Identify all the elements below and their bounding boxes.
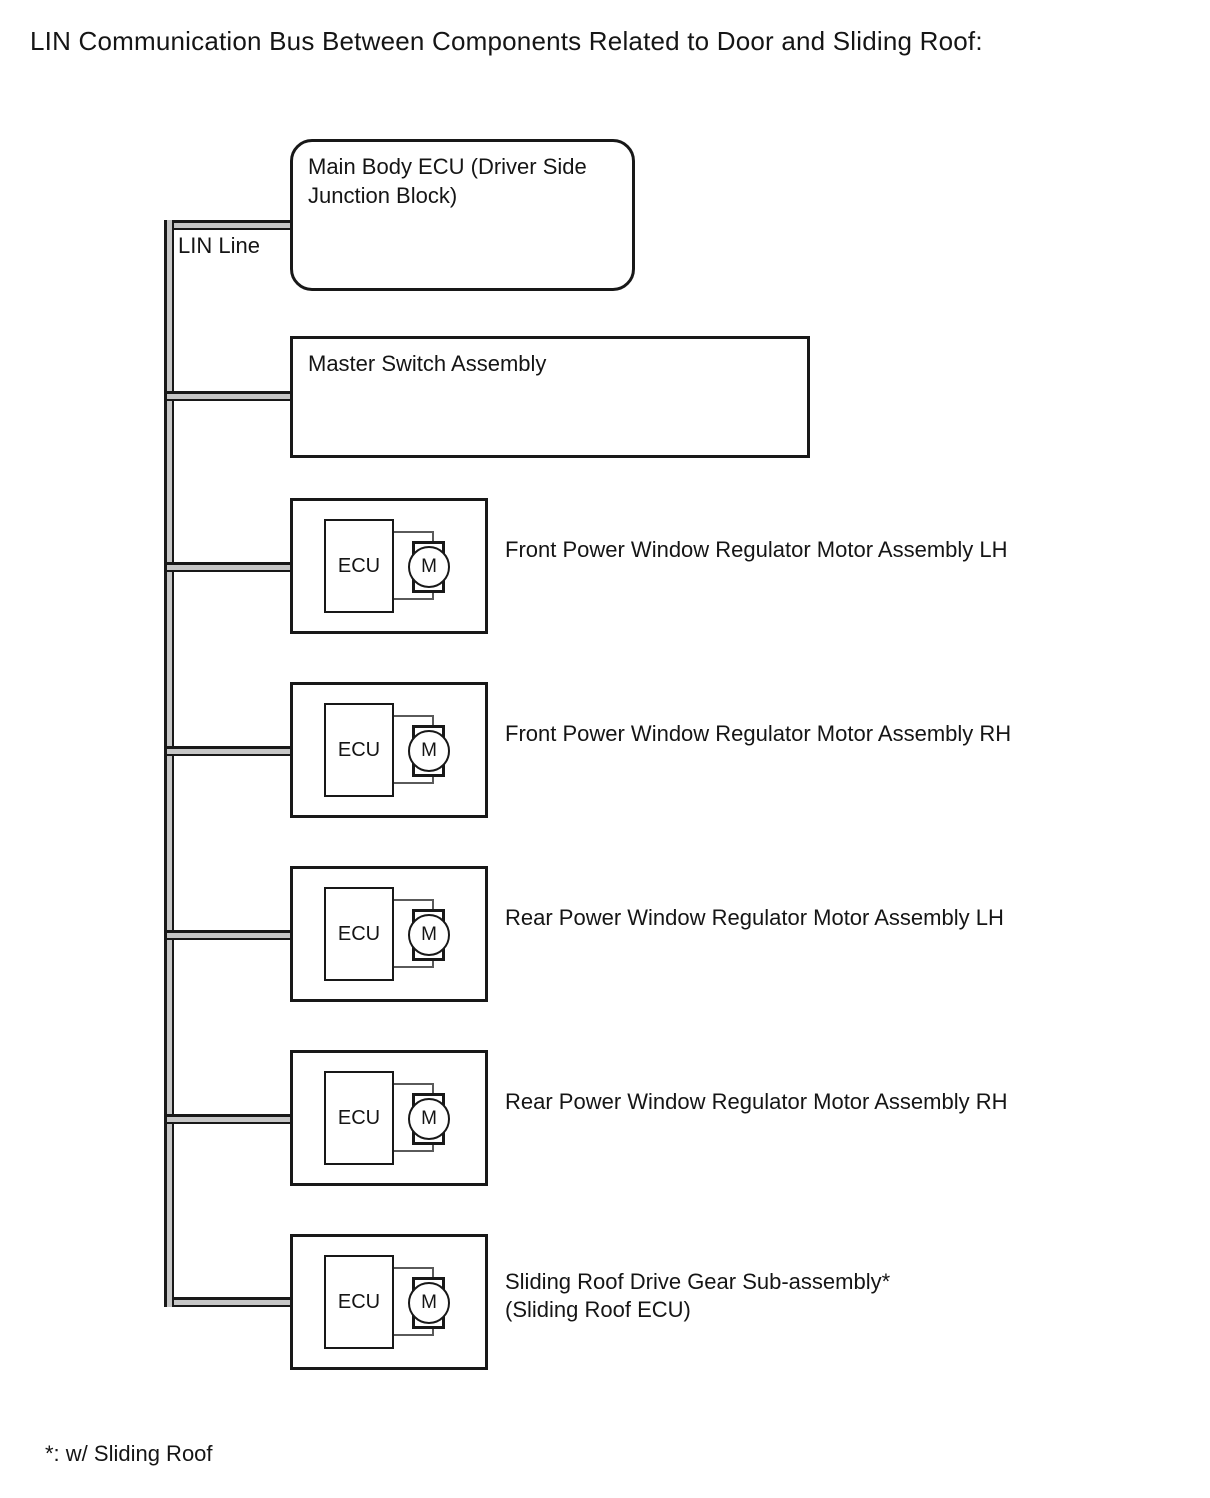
main-body-ecu-label: Main Body ECU (Driver Side Junction Bloc… <box>308 154 587 208</box>
sliding-roof-module: ECU M <box>290 1234 488 1370</box>
lin-bus-trunk <box>164 220 174 1307</box>
ecu-motor-wire-bottom <box>394 589 434 600</box>
front-motor-rh-module: ECU M <box>290 682 488 818</box>
ecu-box: ECU <box>324 1071 394 1165</box>
motor-icon: M <box>408 914 450 956</box>
rear-motor-rh-label: Rear Power Window Regulator Motor Assemb… <box>505 1089 1008 1114</box>
rear-motor-lh-label: Rear Power Window Regulator Motor Assemb… <box>505 905 1004 930</box>
master-switch-node: Master Switch Assembly <box>290 336 810 458</box>
ecu-motor-wire-bottom <box>394 957 434 968</box>
ecu-motor-wire-bottom <box>394 773 434 784</box>
main-body-ecu-node: Main Body ECU (Driver Side Junction Bloc… <box>290 139 635 291</box>
ecu-motor-wire-top <box>394 1267 434 1279</box>
lin-bus-branch-main-body-ecu <box>164 220 292 230</box>
ecu-box: ECU <box>324 703 394 797</box>
front-motor-rh-label: Front Power Window Regulator Motor Assem… <box>505 721 1012 746</box>
master-switch-label: Master Switch Assembly <box>308 351 547 376</box>
footnote: *: w/ Sliding Roof <box>45 1441 213 1466</box>
lin-bus-branch-master-switch <box>167 391 292 401</box>
lin-bus-branch-rear-motor-lh <box>167 930 292 940</box>
motor-icon: M <box>408 1098 450 1140</box>
ecu-box: ECU <box>324 887 394 981</box>
sliding-roof-label: Sliding Roof Drive Gear Sub-assembly* (S… <box>505 1269 891 1322</box>
motor-icon: M <box>408 730 450 772</box>
front-motor-lh-module: ECU M <box>290 498 488 634</box>
motor-icon: M <box>408 546 450 588</box>
diagram-title: LIN Communication Bus Between Components… <box>30 26 983 56</box>
lin-bus-branch-sliding-roof <box>164 1297 292 1307</box>
lin-line-label: LIN Line <box>178 233 260 258</box>
ecu-motor-wire-top <box>394 1083 434 1095</box>
ecu-motor-wire-top <box>394 715 434 727</box>
lin-bus-branch-front-motor-rh <box>167 746 292 756</box>
rear-motor-rh-module: ECU M <box>290 1050 488 1186</box>
ecu-motor-wire-bottom <box>394 1141 434 1152</box>
motor-icon: M <box>408 1282 450 1324</box>
ecu-motor-wire-top <box>394 531 434 543</box>
ecu-motor-wire-top <box>394 899 434 911</box>
ecu-box: ECU <box>324 519 394 613</box>
lin-bus-branch-front-motor-lh <box>167 562 292 572</box>
ecu-motor-wire-bottom <box>394 1325 434 1336</box>
front-motor-lh-label: Front Power Window Regulator Motor Assem… <box>505 537 1008 562</box>
lin-bus-branch-rear-motor-rh <box>167 1114 292 1124</box>
rear-motor-lh-module: ECU M <box>290 866 488 1002</box>
ecu-box: ECU <box>324 1255 394 1349</box>
